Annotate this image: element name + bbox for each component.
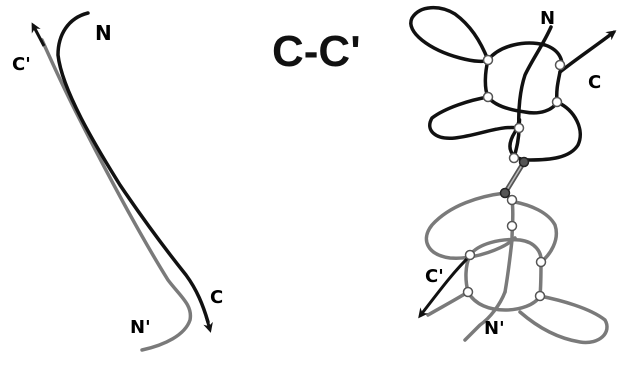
crossing-node (556, 61, 565, 70)
arrow-c-top (602, 32, 614, 41)
crossing-node (536, 292, 545, 301)
arrow-c-prime-left (33, 25, 44, 46)
label-n-top: N (540, 8, 555, 29)
crossing-node (484, 93, 493, 102)
label-c-prime-bottom: C' (425, 266, 444, 287)
disulfide-node-top (520, 158, 529, 167)
page-title: C-C' (272, 27, 361, 76)
disulfide-node-bottom (501, 189, 510, 198)
crossing-node (553, 98, 562, 107)
bottom-knot-upper-loop (426, 193, 515, 258)
crossing-node (464, 288, 473, 297)
bottom-knot (426, 193, 607, 342)
label-c-left: C (210, 287, 223, 308)
label-n-left: N (95, 21, 112, 45)
right-panel: N C C' N' (411, 8, 614, 343)
top-knot-loop-left (411, 8, 488, 62)
bottom-knot-c-prime-tail (428, 292, 468, 315)
top-knot (411, 8, 614, 160)
crossing-node (508, 222, 517, 231)
arrow-c-left (206, 316, 210, 330)
top-knot-loop-lower-left (430, 97, 519, 138)
bottom-knot-right-loop (515, 202, 556, 262)
label-n-prime-bottom: N' (484, 318, 505, 339)
strand-c-prime-left (42, 40, 190, 350)
crossing-node (508, 196, 517, 205)
disulfide-link-highlight (505, 162, 524, 193)
crossing-node (510, 154, 519, 163)
left-panel: N C' C N' (12, 13, 223, 350)
label-n-prime-left: N' (130, 317, 151, 338)
crossing-node (537, 258, 546, 267)
label-c-top: C (588, 72, 601, 93)
crossing-node (515, 124, 524, 133)
crossing-node (484, 56, 493, 65)
label-c-prime-left: C' (12, 54, 31, 75)
crossing-node (466, 251, 475, 260)
strand-c-left (58, 13, 208, 322)
